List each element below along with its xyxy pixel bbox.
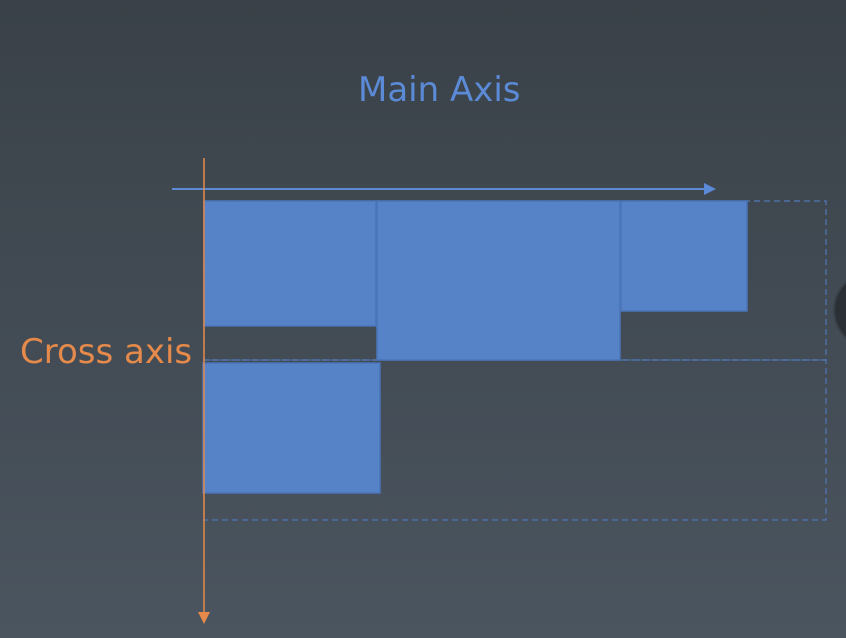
cross-axis-label: Cross axis bbox=[20, 332, 193, 372]
edge-circle-decoration bbox=[833, 280, 846, 340]
flex-item-2 bbox=[376, 200, 621, 361]
flex-item-4 bbox=[202, 362, 381, 494]
main-axis-label: Main Axis bbox=[358, 70, 521, 110]
flex-item-1 bbox=[203, 200, 377, 327]
flex-item-3 bbox=[620, 200, 748, 312]
main-axis-arrow bbox=[172, 183, 716, 195]
cross-axis-arrow bbox=[198, 158, 210, 624]
